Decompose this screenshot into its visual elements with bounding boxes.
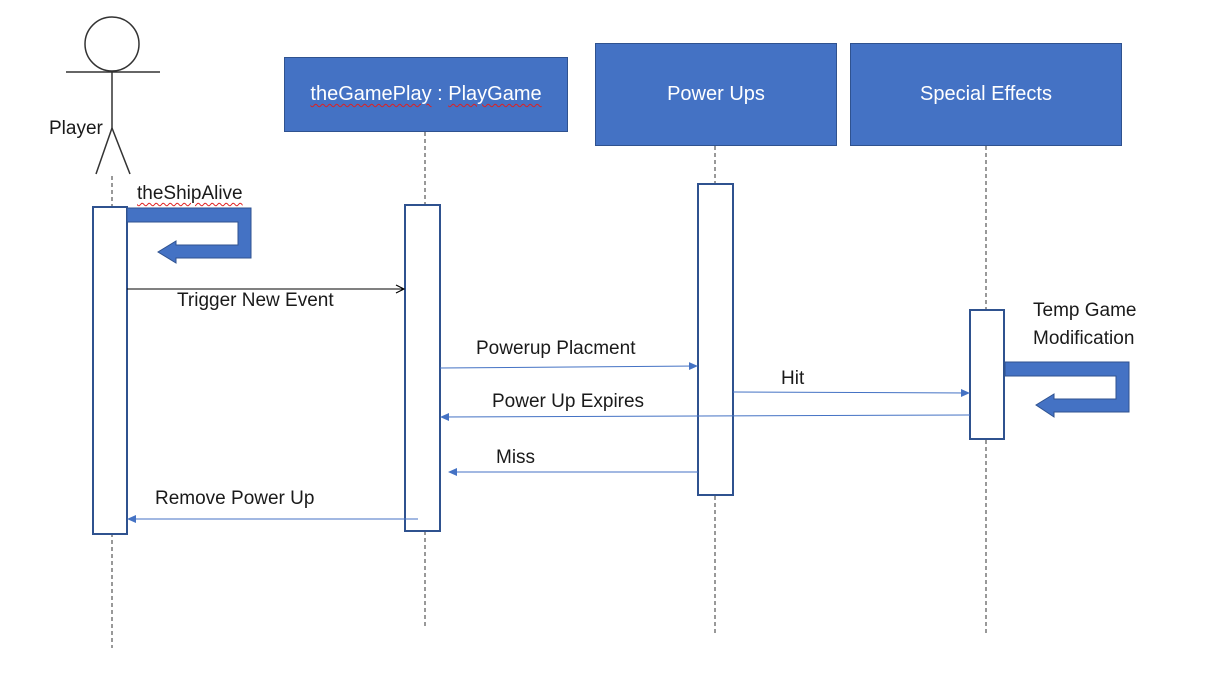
power-up-expires-arrow [440, 412, 971, 421]
power-up-expires-label: Power Up Expires [492, 391, 645, 412]
hit-arrow [732, 388, 970, 397]
player-label: Player [48, 118, 104, 140]
temp-game-modification-line1: Temp Game [1033, 300, 1137, 321]
powerups-header-label: Power Ups [667, 83, 765, 105]
temp-game-modification-self-arrow [1004, 361, 1130, 418]
specialeffects-activation-box [969, 309, 1005, 440]
hit-label: Hit [781, 368, 805, 389]
trigger-new-event-label: Trigger New Event [177, 290, 334, 311]
specialeffects-header: Special Effects [850, 43, 1122, 146]
gameplay-name: theGamePlay [310, 83, 432, 105]
miss-label: Miss [496, 447, 536, 468]
the-ship-alive-label: theShipAlive [137, 183, 243, 204]
player-activation-box [92, 206, 128, 535]
powerups-activation-box [697, 183, 734, 496]
gameplay-separator: : [431, 83, 449, 105]
the-ship-alive-self-arrow [126, 207, 252, 264]
powerups-header: Power Ups [595, 43, 837, 146]
temp-game-modification-label: Temp Game Modification [1033, 297, 1136, 353]
temp-game-modification-line2: Modification [1033, 328, 1135, 349]
gameplay-type: PlayGame [448, 83, 542, 105]
gameplay-activation-box [404, 204, 441, 532]
player-actor-figure [66, 16, 160, 175]
powerup-placement-label: Powerup Placment [476, 338, 636, 359]
remove-power-up-label: Remove Power Up [155, 488, 315, 509]
powerup-placement-arrow [439, 362, 698, 371]
gameplay-header: theGamePlay : PlayGame [284, 57, 568, 132]
specialeffects-header-label: Special Effects [920, 83, 1052, 105]
